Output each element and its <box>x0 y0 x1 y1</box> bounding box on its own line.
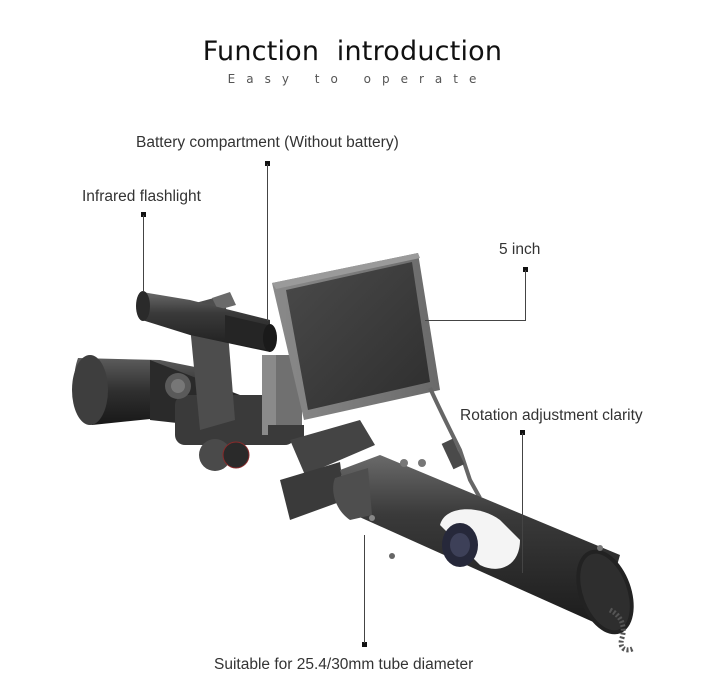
callout-leader-line <box>267 164 268 321</box>
callout-leader-line <box>143 215 144 291</box>
callout-marker <box>523 267 528 272</box>
page-title: Function introduction <box>202 36 503 67</box>
camera-adapter-tube <box>333 455 634 635</box>
callout-marker <box>141 212 146 217</box>
callout-leader-line <box>425 320 526 321</box>
callout-tube-diameter: Suitable for 25.4/30mm tube diameter <box>214 656 474 673</box>
rifle-scope <box>72 355 295 445</box>
callout-marker <box>520 430 525 435</box>
callout-marker <box>362 642 367 647</box>
callout-leader-line <box>525 270 526 320</box>
callout-screen-size: 5 inch <box>499 241 541 258</box>
callout-marker <box>265 161 270 166</box>
infrared-flashlight <box>136 291 277 352</box>
callout-infrared-flashlight: Infrared flashlight <box>82 188 201 205</box>
page-subtitle: Easy to operate <box>227 72 488 86</box>
lcd-screen <box>272 253 440 420</box>
callout-battery-compartment: Battery compartment (Without battery) <box>136 134 399 151</box>
callout-leader-line <box>364 535 365 643</box>
callout-rotation-adjustment: Rotation adjustment clarity <box>460 407 643 424</box>
callout-leader-line <box>522 433 523 573</box>
